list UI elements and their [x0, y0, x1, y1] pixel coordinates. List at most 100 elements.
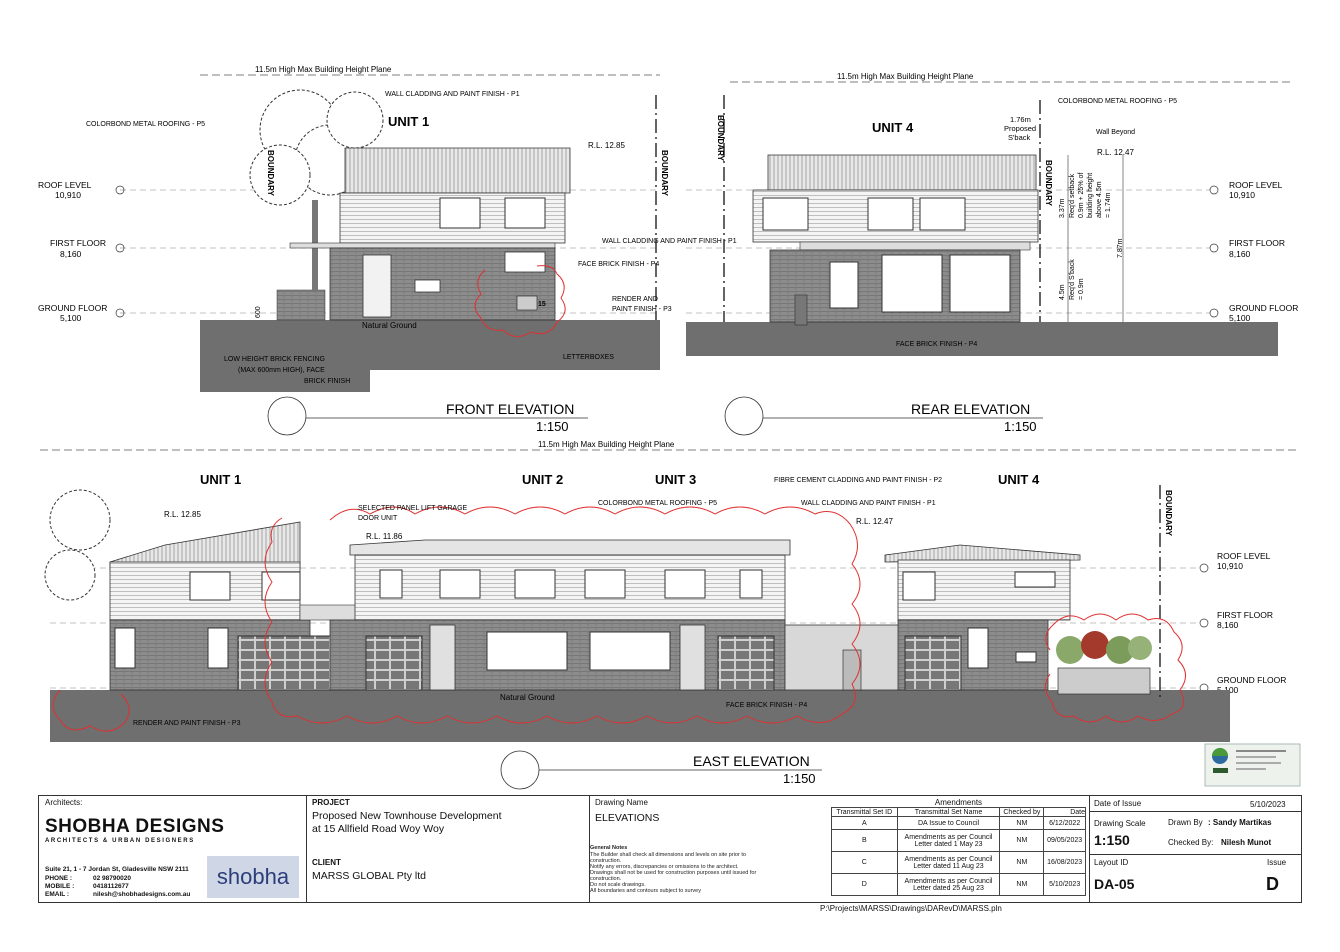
rl-label: R.L. 12.47	[1097, 148, 1134, 157]
window	[919, 197, 966, 231]
boundary-label: BOUNDARY	[716, 115, 725, 162]
revision-cloud	[52, 689, 130, 732]
level-marker	[115, 185, 125, 195]
east-elevation: 11.5m High Max Building Height Plane ROO…	[40, 440, 1300, 790]
rl-label: R.L. 12.47	[856, 517, 893, 526]
email-label: EMAIL :	[45, 891, 70, 898]
level-marker	[1209, 243, 1219, 253]
amend-by: NM	[999, 829, 1045, 852]
window	[1015, 651, 1037, 663]
layout-id-label: Layout ID	[1094, 858, 1129, 867]
window	[967, 627, 989, 669]
amend-id: C	[831, 851, 898, 874]
ground-section	[200, 320, 660, 392]
note-wall-beyond: Wall Beyond	[1096, 129, 1135, 136]
title-block: Architects: SHOBHA DESIGNS ARCHITECTS & …	[38, 795, 1302, 903]
ground-floor-value: 5,100	[1229, 313, 1251, 323]
window	[584, 569, 626, 599]
general-note: Do not scale drawings.	[590, 882, 646, 888]
ground-floor-label: GROUND FLOOR	[38, 303, 107, 313]
amend-name: Amendments as per Council	[904, 833, 993, 841]
rear-elevation-title: REAR ELEVATION	[911, 401, 1030, 417]
dim-text: above 4.5m	[1096, 181, 1103, 218]
file-path: P:\Projects\MARSS\Drawings\DARevD\MARSS.…	[820, 904, 1002, 913]
entry-door	[679, 624, 706, 691]
ground-floor-label: GROUND FLOOR	[1229, 303, 1298, 313]
upper-cladding	[897, 559, 1071, 621]
east-elevation-title: EAST ELEVATION	[693, 753, 810, 769]
revision-cloud	[264, 506, 861, 724]
roof-level-value: 10,910	[1217, 561, 1243, 571]
amend-by: NM	[999, 816, 1045, 830]
side-gate	[842, 649, 862, 691]
elevation-marker	[500, 750, 540, 790]
drawn-by-label: Drawn By	[1168, 818, 1203, 827]
amend-date: 5/10/2023	[1043, 873, 1086, 896]
sliding-door	[949, 254, 1011, 313]
amend-header: Transmittal Set Name	[896, 807, 1001, 817]
boundary-label: BOUNDARY	[266, 150, 275, 197]
note-fence-3: BRICK FINISH	[304, 378, 350, 385]
brick-fence	[276, 289, 326, 321]
setback-2: Proposed	[1004, 124, 1036, 133]
level-marker	[115, 308, 125, 318]
roof-level-value: 10,910	[1229, 190, 1255, 200]
dim-text: Req'd setback	[1069, 173, 1076, 218]
window	[504, 251, 546, 273]
note-render-1: RENDER AND	[612, 296, 658, 303]
window	[514, 569, 556, 599]
project-line-2: at 15 Allfield Road Woy Woy	[312, 823, 445, 835]
note-cladding: WALL CLADDING AND PAINT FINISH - P1	[385, 91, 520, 98]
natural-ground-label: Natural Ground	[362, 321, 417, 330]
dim-text: Req'd S'back	[1069, 259, 1076, 300]
issue-label: Issue	[1267, 858, 1287, 867]
note-brick: FACE BRICK FINISH - P4	[896, 341, 977, 348]
side-wall	[784, 624, 901, 691]
window	[114, 627, 136, 669]
general-note: construction.	[590, 858, 622, 864]
natural-ground-label: Natural Ground	[500, 693, 555, 702]
note-garage-2: DOOR UNIT	[358, 515, 398, 522]
amend-name: DA Issue to Council	[896, 816, 1001, 830]
drawing-scale: 1:150	[1094, 832, 1130, 848]
rl-label: R.L. 12.85	[164, 510, 201, 519]
divider	[1089, 854, 1301, 855]
client-label: CLIENT	[312, 858, 341, 867]
amend-id: A	[831, 816, 898, 830]
rl-label: R.L. 12.85	[588, 141, 625, 150]
date-issue-label: Date of Issue	[1094, 799, 1142, 808]
window	[829, 261, 859, 309]
phone-value: 02 98790020	[93, 875, 131, 882]
upper-cladding	[354, 554, 786, 621]
general-note: construction.	[590, 876, 622, 882]
roof	[767, 154, 1037, 191]
amend-name-2: Letter dated 25 Aug 23	[913, 884, 984, 892]
amend-header: Checked by	[999, 807, 1045, 817]
note-roofing: COLORBOND METAL ROOFING - P5	[1058, 98, 1177, 105]
window	[902, 571, 936, 601]
window	[207, 627, 229, 669]
window	[589, 631, 671, 671]
sliding-door	[881, 254, 943, 313]
dim-text: 4.5m	[1059, 284, 1066, 300]
dim-600: 600	[255, 306, 262, 318]
awning	[289, 242, 556, 249]
roof-level-value: 10,910	[55, 190, 81, 200]
checked-by: Nilesh Munot	[1221, 838, 1272, 847]
level-marker	[1199, 563, 1209, 573]
amend-date: 6/12/2022	[1043, 816, 1086, 830]
first-floor-value: 8,160	[60, 249, 82, 259]
first-floor-label: FIRST FLOOR	[1217, 610, 1273, 620]
firm-address: Suite 21, 1 - 7 Jordan St, Gladesville N…	[45, 866, 189, 873]
layout-id: DA-05	[1094, 876, 1135, 892]
window	[414, 279, 441, 293]
window	[762, 197, 809, 231]
amend-date: 16/08/2023	[1043, 851, 1086, 874]
garage-door	[365, 635, 423, 691]
unit-1-label: UNIT 1	[200, 472, 241, 487]
window	[189, 571, 231, 601]
general-note: Drawings shall not be used for construct…	[590, 870, 757, 876]
amendments-label: Amendments	[934, 798, 983, 807]
